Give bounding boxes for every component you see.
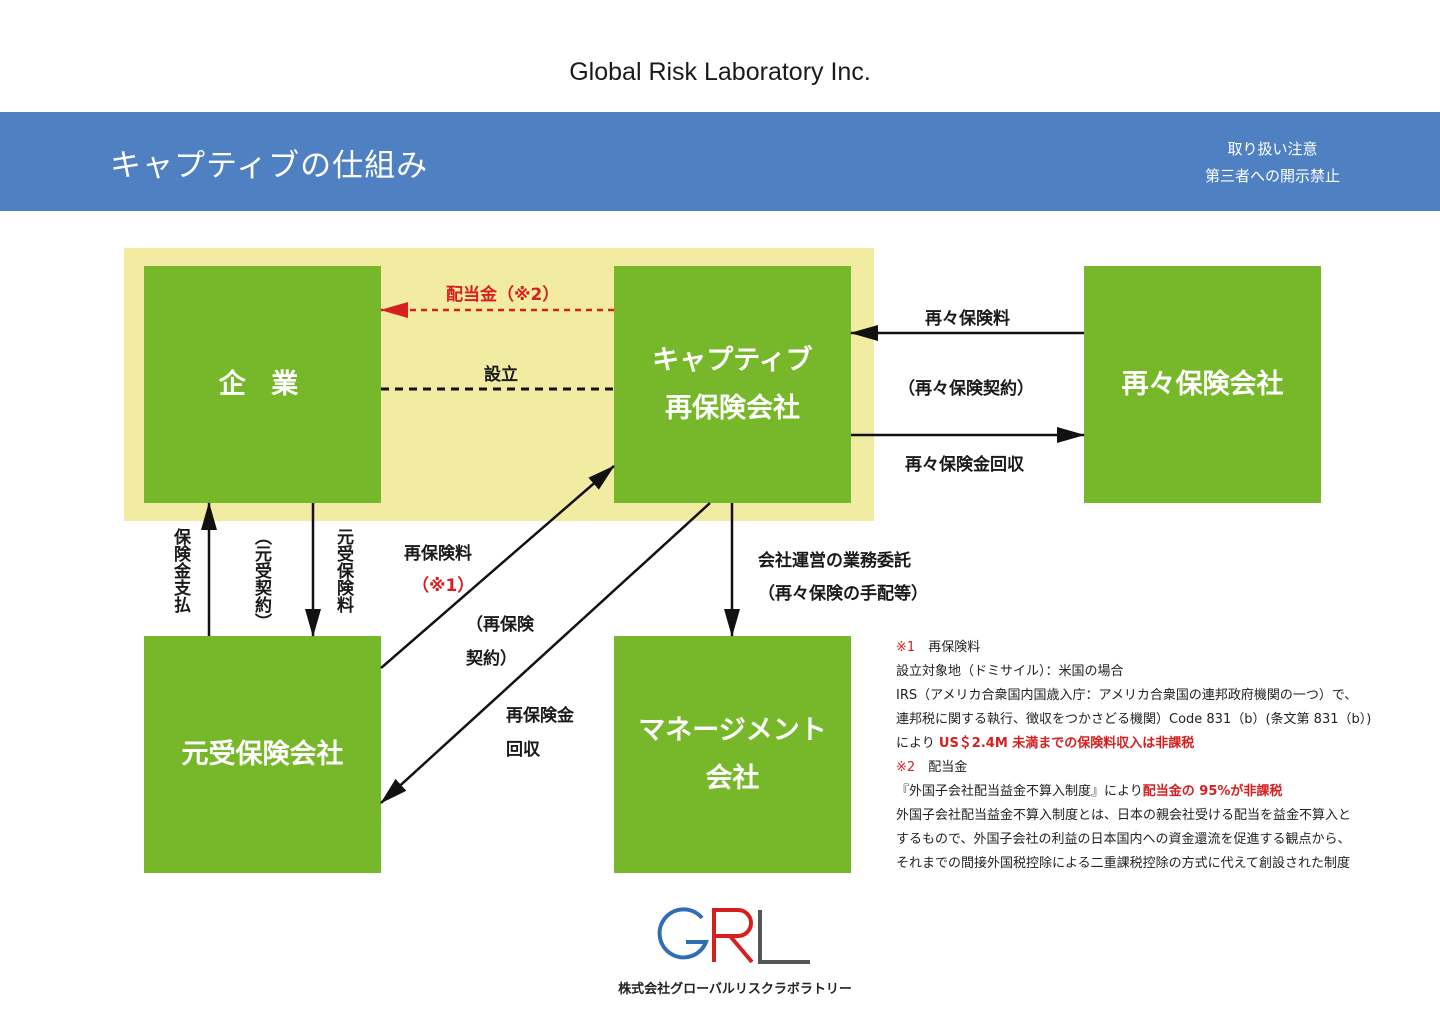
label-reins-claim-1: 再保険金 xyxy=(506,706,574,726)
label-retro-contract: （再々保険契約） xyxy=(898,379,1034,399)
label-reins-claim-2: 回収 xyxy=(506,740,540,760)
grl-logo-mark xyxy=(657,907,810,964)
label-retro-claim: 再々保険金回収 xyxy=(905,455,1024,475)
company-name-en: Global Risk Laboratory Inc. xyxy=(569,58,871,86)
note1-line3: 連邦税に関する執行、徴収をつかさどる機関）Code 831（b）(条文第 831… xyxy=(896,712,1372,727)
note1-line4-highlight: US＄2.4M 未満までの保険料収入は非課税 xyxy=(938,736,1195,751)
label-reins-premium-note: （※1） xyxy=(412,576,475,596)
note2-title: 配当金 xyxy=(928,760,968,775)
label-reins-premium: 再保険料 xyxy=(404,544,472,564)
box-retrocessionaire-label: 再々保険会社 xyxy=(1121,368,1284,400)
label-claim-payment: 保険金支払 xyxy=(170,528,190,613)
note1-title: 再保険料 xyxy=(928,640,981,655)
footnotes: ※1 再保険料 設立対象地（ドミサイル）：米国の場合 IRS（アメリカ合衆国内国… xyxy=(896,636,1416,876)
note1-line4: により US＄2.4M 未満までの保険料収入は非課税 xyxy=(896,732,1416,756)
note2-heading: ※2 配当金 xyxy=(896,756,1416,780)
box-captive-reinsurer: キャプティブ 再保険会社 xyxy=(614,266,851,503)
label-mgmt-entrust-2: （再々保険の手配等） xyxy=(758,584,928,604)
box-primary-insurer-label: 元受保険会社 xyxy=(181,738,344,770)
box-management-company: マネージメント 会社 xyxy=(614,636,851,873)
box-captive-label-1: キャプティブ xyxy=(652,344,813,376)
note1-line2: IRS（アメリカ合衆国内国歳入庁：アメリカ合衆国の連邦政府機関の一つ）で、 xyxy=(896,688,1358,703)
note1-heading: ※1 再保険料 xyxy=(896,636,1416,660)
box-primary-insurer: 元受保険会社 xyxy=(144,636,381,873)
note2-line1-highlight: 配当金の 95%が非課税 xyxy=(1142,784,1283,799)
notice-line-2: 第三者への開示禁止 xyxy=(1204,167,1340,185)
note1-line1: 設立対象地（ドミサイル）：米国の場合 xyxy=(896,664,1124,679)
label-reins-contract-2: 契約） xyxy=(466,649,517,669)
note2-mark: ※2 xyxy=(896,760,916,775)
label-dividend: 配当金（※2） xyxy=(446,285,560,305)
arrow-reins-premium xyxy=(380,465,615,669)
notice-line-1: 取り扱い注意 xyxy=(1227,140,1318,158)
page-title: キャプティブの仕組み xyxy=(110,148,429,184)
box-captive-label-2: 再保険会社 xyxy=(665,392,800,424)
box-retrocessionaire: 再々保険会社 xyxy=(1084,266,1321,503)
box-kigyo: 企 業 xyxy=(144,266,381,503)
label-primary-contract: （元受契約） xyxy=(251,528,271,630)
label-reins-contract-1: （再保険 xyxy=(466,615,534,635)
label-mgmt-entrust-1: 会社運営の業務委託 xyxy=(758,551,911,571)
note2-line4: それまでの間接外国税控除による二重課税控除の方式に代えて創設された制度 xyxy=(896,856,1350,871)
note2-line1: 『外国子会社配当益金不算入制度』により配当金の 95%が非課税 xyxy=(896,780,1416,804)
label-establish: 設立 xyxy=(484,365,518,385)
note2-line1-pre: 『外国子会社配当益金不算入制度』により xyxy=(896,784,1143,799)
box-management-label-2: 会社 xyxy=(705,762,760,794)
confidential-notice: 取り扱い注意 第三者への開示禁止 xyxy=(1180,136,1365,190)
note2-line3: するもので、外国子会社の利益の日本国内への資金還流を促進する観点から、 xyxy=(896,832,1351,847)
grl-logo xyxy=(656,904,816,964)
box-management-label-1: マネージメント xyxy=(638,714,827,746)
company-name-jp: 株式会社グローバルリスクラボラトリー xyxy=(618,982,852,997)
note2-line2: 外国子会社配当益金不算入制度とは、日本の親会社受ける配当を益金不算入と xyxy=(896,808,1352,823)
note1-line4-pre: により xyxy=(896,736,935,751)
box-kigyo-label: 企 業 xyxy=(218,368,307,400)
label-retro-premium: 再々保険料 xyxy=(925,309,1010,329)
header-band xyxy=(0,112,1440,211)
label-primary-premium: 元受保険料 xyxy=(333,528,353,613)
note1-mark: ※1 xyxy=(896,640,916,655)
arrow-reins-claim xyxy=(380,502,711,804)
